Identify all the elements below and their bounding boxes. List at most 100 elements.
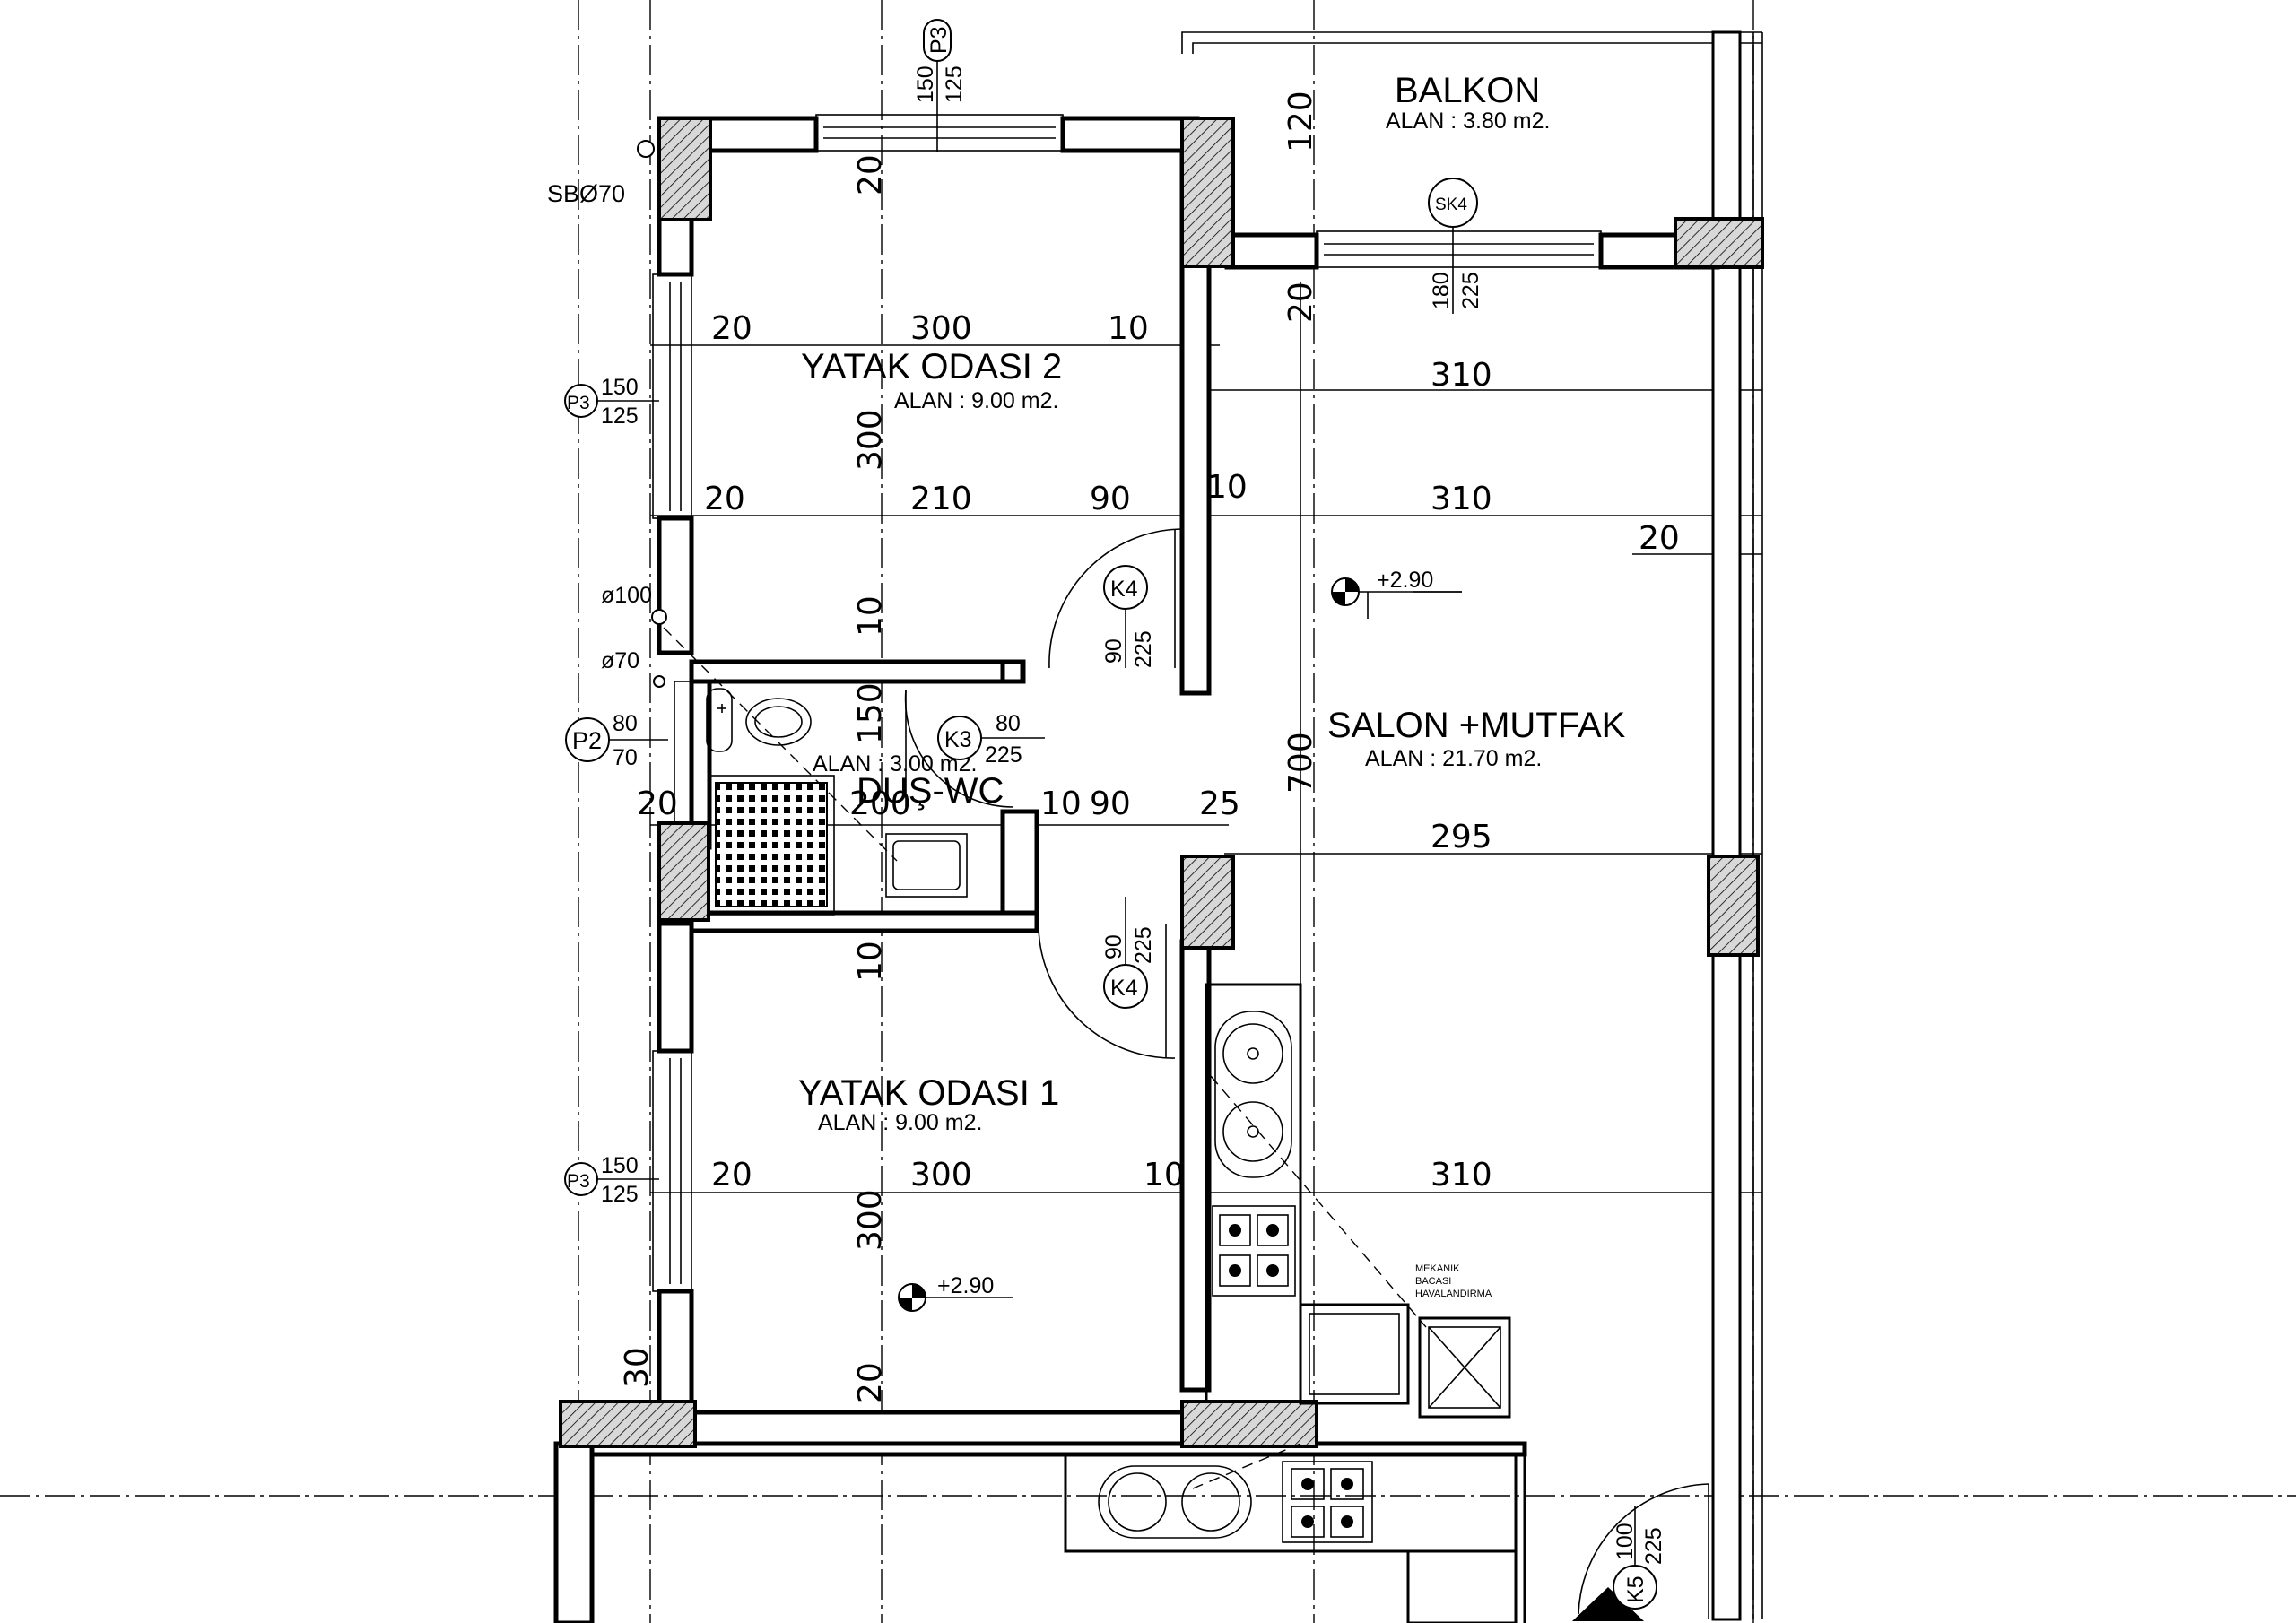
svg-text:225: 225 — [1131, 926, 1156, 964]
kitchen — [1064, 983, 1644, 1623]
svg-text:225: 225 — [1641, 1527, 1666, 1565]
level-marker-yatak1: +2.90 — [898, 1273, 1013, 1312]
pipe-icon — [651, 609, 667, 625]
dim-text: 10 — [1144, 1157, 1185, 1193]
room-area-yatak1: ALAN : 9.00 m2. — [818, 1110, 982, 1135]
dim-text: 10 — [1206, 469, 1248, 506]
drain-pipe-icon — [637, 140, 655, 158]
dim-text: 20 — [1639, 520, 1680, 557]
room-name-yatak1: YATAK ODASI 1 — [798, 1073, 1059, 1113]
svg-text:125: 125 — [942, 65, 967, 103]
tag-k3: K3 80 225 — [937, 711, 1045, 768]
shower-tray — [708, 775, 835, 916]
svg-text:P3: P3 — [926, 26, 952, 54]
dim-text: 25 — [1199, 785, 1240, 822]
column — [657, 821, 710, 922]
svg-text:HAVALANDIRMA: HAVALANDIRMA — [1415, 1289, 1492, 1299]
room-area-yatak2: ALAN : 9.00 m2. — [894, 388, 1058, 413]
svg-text:70: 70 — [613, 745, 638, 770]
dim-text: 310 — [1431, 357, 1492, 394]
tag-p3-top: P3 150 125 — [913, 19, 967, 152]
pipe-label: SBØ70 — [547, 180, 625, 207]
dim-text: 300 — [910, 310, 972, 347]
svg-text:180: 180 — [1429, 272, 1454, 309]
dim-text: 10 — [852, 595, 889, 637]
dim-text: 300 — [910, 1157, 972, 1193]
doors — [904, 528, 1709, 1619]
dim-text: 10 — [1040, 785, 1082, 822]
balcony-rail — [1181, 30, 1763, 1621]
tag-k5: K5 100 225 — [1613, 1506, 1666, 1610]
dim-text: 20 — [711, 310, 752, 347]
tag-p3-left-upper: P3 150 125 — [564, 375, 659, 429]
room-name-dus-wc: DUŞ-WC — [857, 771, 1004, 811]
bathroom-fixtures — [706, 688, 968, 916]
room-name-yatak2: YATAK ODASI 2 — [801, 347, 1062, 386]
svg-text:225: 225 — [1131, 630, 1156, 668]
tag-p3-left-lower: P3 150 125 — [564, 1153, 659, 1207]
room-name-balkon: BALKON — [1395, 71, 1540, 110]
room-name-salon: SALON +MUTFAK — [1327, 706, 1626, 745]
horizontal-dimensions: 20 300 10 310 20 210 90 10 310 20 20 200… — [637, 310, 1680, 1193]
svg-text:80: 80 — [613, 711, 638, 736]
column — [1180, 1400, 1318, 1448]
dim-text: 200 — [849, 785, 911, 822]
svg-text:225: 225 — [1458, 272, 1483, 309]
column — [1180, 855, 1235, 950]
dim-text: 20 — [1283, 282, 1319, 323]
dim-text: 90 — [1090, 481, 1131, 517]
toilet — [745, 698, 812, 746]
column — [657, 117, 712, 221]
fridge — [1299, 1303, 1410, 1405]
dim-text: 20 — [852, 1362, 889, 1403]
svg-text:MEKANIK: MEKANIK — [1415, 1263, 1460, 1274]
pipe-labels: SBØ70 ø100 ø70 — [547, 140, 667, 688]
svg-text:P2: P2 — [572, 727, 602, 754]
column — [1180, 117, 1235, 268]
pipe-icon — [653, 675, 665, 688]
mechanical-shaft-label: MEKANIK BACASI HAVALANDIRMA — [1415, 1263, 1492, 1299]
column — [559, 1400, 697, 1448]
tag-k4-upper: K4 90 225 — [1101, 565, 1156, 668]
level-marker-salon: +2.90 — [1331, 568, 1462, 606]
pipe-label: ø100 — [601, 583, 652, 608]
svg-text:150: 150 — [913, 65, 938, 103]
dim-text: 210 — [910, 481, 972, 517]
kitchen-sink — [1214, 1011, 1292, 1178]
room-area-salon: ALAN : 21.70 m2. — [1365, 746, 1542, 771]
svg-text:150: 150 — [601, 375, 639, 400]
dim-text: 300 — [852, 1189, 889, 1251]
svg-text:P3: P3 — [567, 1171, 590, 1192]
svg-text:150: 150 — [601, 1153, 639, 1178]
column — [1707, 855, 1760, 957]
level-label: +2.90 — [1377, 568, 1433, 593]
svg-text:BACASI: BACASI — [1415, 1276, 1451, 1287]
dim-text: 20 — [637, 785, 678, 822]
dim-text: 150 — [852, 682, 889, 744]
svg-text:90: 90 — [1101, 934, 1126, 959]
hob — [1212, 1205, 1296, 1297]
svg-text:K5: K5 — [1623, 1575, 1648, 1603]
level-label: +2.90 — [937, 1273, 994, 1298]
dim-text: 120 — [1283, 91, 1319, 152]
room-labels: BALKON ALAN : 3.80 m2. YATAK ODASI 2 ALA… — [798, 71, 1626, 1135]
svg-text:80: 80 — [996, 711, 1021, 736]
svg-text:SK4: SK4 — [1435, 195, 1467, 214]
svg-text:100: 100 — [1613, 1523, 1638, 1560]
svg-text:125: 125 — [601, 1182, 639, 1207]
pipe-label: ø70 — [601, 648, 639, 673]
svg-text:K4: K4 — [1110, 577, 1138, 602]
column — [1674, 217, 1764, 269]
mechanical-shaft — [1418, 1316, 1511, 1419]
dim-text: 700 — [1283, 732, 1319, 794]
svg-text:K3: K3 — [944, 727, 972, 752]
dim-text: 295 — [1431, 819, 1492, 855]
svg-text:P3: P3 — [567, 393, 590, 413]
room-area-balkon: ALAN : 3.80 m2. — [1386, 108, 1550, 134]
dim-text: 20 — [852, 154, 889, 195]
windows — [652, 114, 1602, 1292]
dim-text: 20 — [711, 1157, 752, 1193]
tag-sk4: SK4 180 225 — [1428, 178, 1483, 314]
